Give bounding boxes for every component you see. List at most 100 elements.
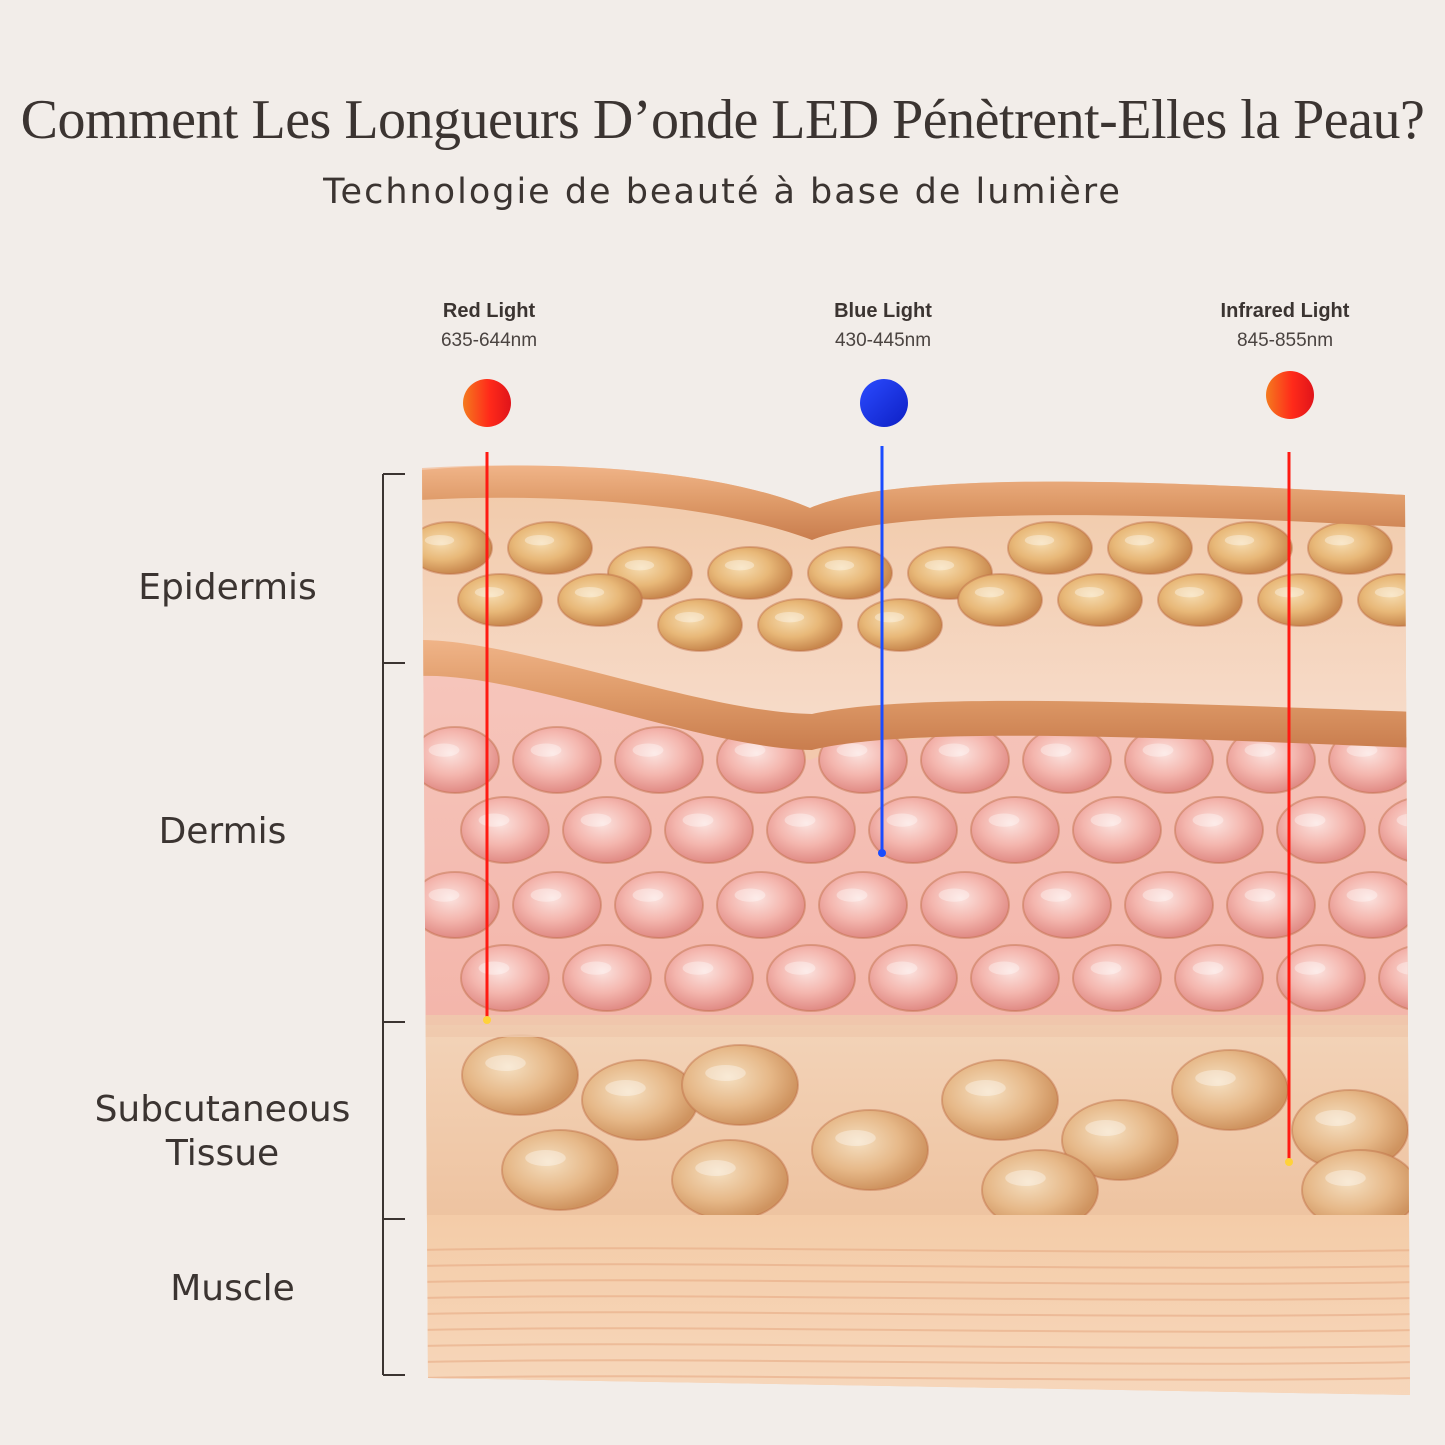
dermis-cell <box>920 871 1010 939</box>
layer-label-dermis: Dermis <box>158 811 287 852</box>
dermis-cell-highlight <box>1040 743 1072 757</box>
muscle-fiber <box>422 1279 1410 1285</box>
dermis-cell-highlight <box>1294 813 1326 827</box>
dermis-cell-highlight <box>938 888 970 902</box>
red-light-range: 635-644nm <box>440 330 538 351</box>
dermis-cell-highlight <box>988 813 1020 827</box>
dermis-cell-highlight <box>682 813 714 827</box>
dermis-cell-highlight <box>580 813 612 827</box>
muscle-layer <box>422 1215 1410 1395</box>
epidermis-cell-highlight <box>1324 535 1355 546</box>
layer-label-muscle: Muscle <box>170 1268 295 1309</box>
dermis-cell-highlight <box>886 813 918 827</box>
dermis-cell-highlight <box>1346 888 1378 902</box>
red-light-label: Red Light 635-644nm <box>379 298 599 352</box>
dermis-cell-highlight <box>1090 813 1122 827</box>
dermis-cell-highlight <box>784 961 816 975</box>
fat-cell-highlight <box>605 1080 646 1096</box>
dermis-cell-highlight <box>1192 813 1224 827</box>
muscle-fiber <box>422 1247 1410 1253</box>
epidermis-cells <box>422 521 1410 652</box>
epidermis-cell <box>707 546 793 600</box>
dermis-cell <box>1276 944 1366 1012</box>
infrared-light-beam <box>1284 452 1294 1166</box>
epidermis-cell <box>457 573 543 627</box>
fat-cell <box>681 1044 799 1126</box>
epidermis-cell-highlight <box>1024 535 1055 546</box>
fat-cell-highlight <box>965 1080 1006 1096</box>
dermis-cell-highlight <box>682 961 714 975</box>
muscle-fiber <box>422 1311 1410 1317</box>
epidermis-cell-highlight <box>924 560 955 571</box>
dermis-cell-highlight <box>632 888 664 902</box>
red-light-name: Red Light <box>442 300 536 322</box>
fat-cell-highlight <box>695 1160 736 1176</box>
dermis-cell <box>970 944 1060 1012</box>
dermis-cell-highlight <box>1090 961 1122 975</box>
dermis-cell <box>1174 944 1264 1012</box>
dermis-cell <box>1328 871 1410 939</box>
fat-cell <box>461 1034 579 1116</box>
fat-cell <box>1171 1049 1289 1131</box>
infrared-light-name: Infrared Light <box>1220 300 1350 322</box>
fat-cell <box>1061 1099 1179 1181</box>
infrared-light-label: Infrared Light 845-855nm <box>1175 298 1395 352</box>
fat-cell-highlight <box>1085 1120 1126 1136</box>
infrared-light-range: 845-855nm <box>1236 330 1334 351</box>
dermis-cell <box>970 796 1060 864</box>
epidermis-base-band <box>422 640 1410 750</box>
dermis-cell <box>766 796 856 864</box>
fat-cell-highlight <box>705 1065 746 1081</box>
muscle-fiber <box>422 1263 1410 1269</box>
epidermis-cell-highlight <box>774 612 805 623</box>
fat-cell <box>501 1129 619 1211</box>
epidermis-cell-highlight <box>1124 535 1155 546</box>
dermis-cell-highlight <box>1396 813 1410 827</box>
dermis-cell-highlight <box>836 888 868 902</box>
fat-cell-highlight <box>1325 1170 1366 1186</box>
epidermis-cell-highlight <box>1224 535 1255 546</box>
muscle-fiber <box>422 1295 1410 1301</box>
dermis-cell-highlight <box>428 743 460 757</box>
epidermis-cell <box>422 521 493 575</box>
dermis-cell <box>664 944 754 1012</box>
layer-label-subcutaneous-tissue: Subcutaneous Tissue <box>94 1089 351 1174</box>
page-title: Comment Les Longueurs D’onde LED Pénètre… <box>20 89 1425 151</box>
fat-cell-highlight <box>485 1055 526 1071</box>
dermis-cell-highlight <box>1142 743 1174 757</box>
fat-cell-highlight <box>1005 1170 1046 1186</box>
dermis-cell <box>1072 796 1162 864</box>
fat-cell-highlight <box>1195 1070 1236 1086</box>
red-light-icon <box>463 379 511 427</box>
subcutaneous-cells <box>461 1034 1410 1231</box>
epidermis-cell <box>957 573 1043 627</box>
muscle-fiber <box>422 1327 1410 1333</box>
epidermis-cell-highlight <box>974 587 1005 598</box>
fat-cell <box>671 1139 789 1221</box>
epidermis-cell <box>1257 573 1343 627</box>
dermis-cell <box>716 871 806 939</box>
dermis-cell-highlight <box>886 961 918 975</box>
dermis-cell-highlight <box>1346 743 1378 757</box>
layer-label-epidermis: Epidermis <box>138 567 317 608</box>
red-light-beam <box>482 452 492 1024</box>
dermis-cell-highlight <box>530 888 562 902</box>
dermis-cell <box>1378 944 1410 1012</box>
epidermis-cell-highlight <box>424 535 455 546</box>
dermis-cell-highlight <box>938 743 970 757</box>
dermis-cell-highlight <box>1244 888 1276 902</box>
muscle-fiber <box>422 1359 1410 1365</box>
dermis-cell-highlight <box>428 888 460 902</box>
epidermis-cell <box>1107 521 1193 575</box>
dermis-cell-highlight <box>1294 961 1326 975</box>
epidermis-cell <box>507 521 593 575</box>
dermis-cell <box>1022 726 1112 794</box>
dermis-cell-highlight <box>632 743 664 757</box>
dermis-cell <box>512 726 602 794</box>
dermis-cell-highlight <box>1142 888 1174 902</box>
blue-light-label: Blue Light 430-445nm <box>773 298 993 352</box>
dermis-cell <box>1226 871 1316 939</box>
fat-cell <box>811 1109 929 1191</box>
fat-cell <box>581 1059 699 1141</box>
muscle-fiber <box>422 1375 1410 1381</box>
